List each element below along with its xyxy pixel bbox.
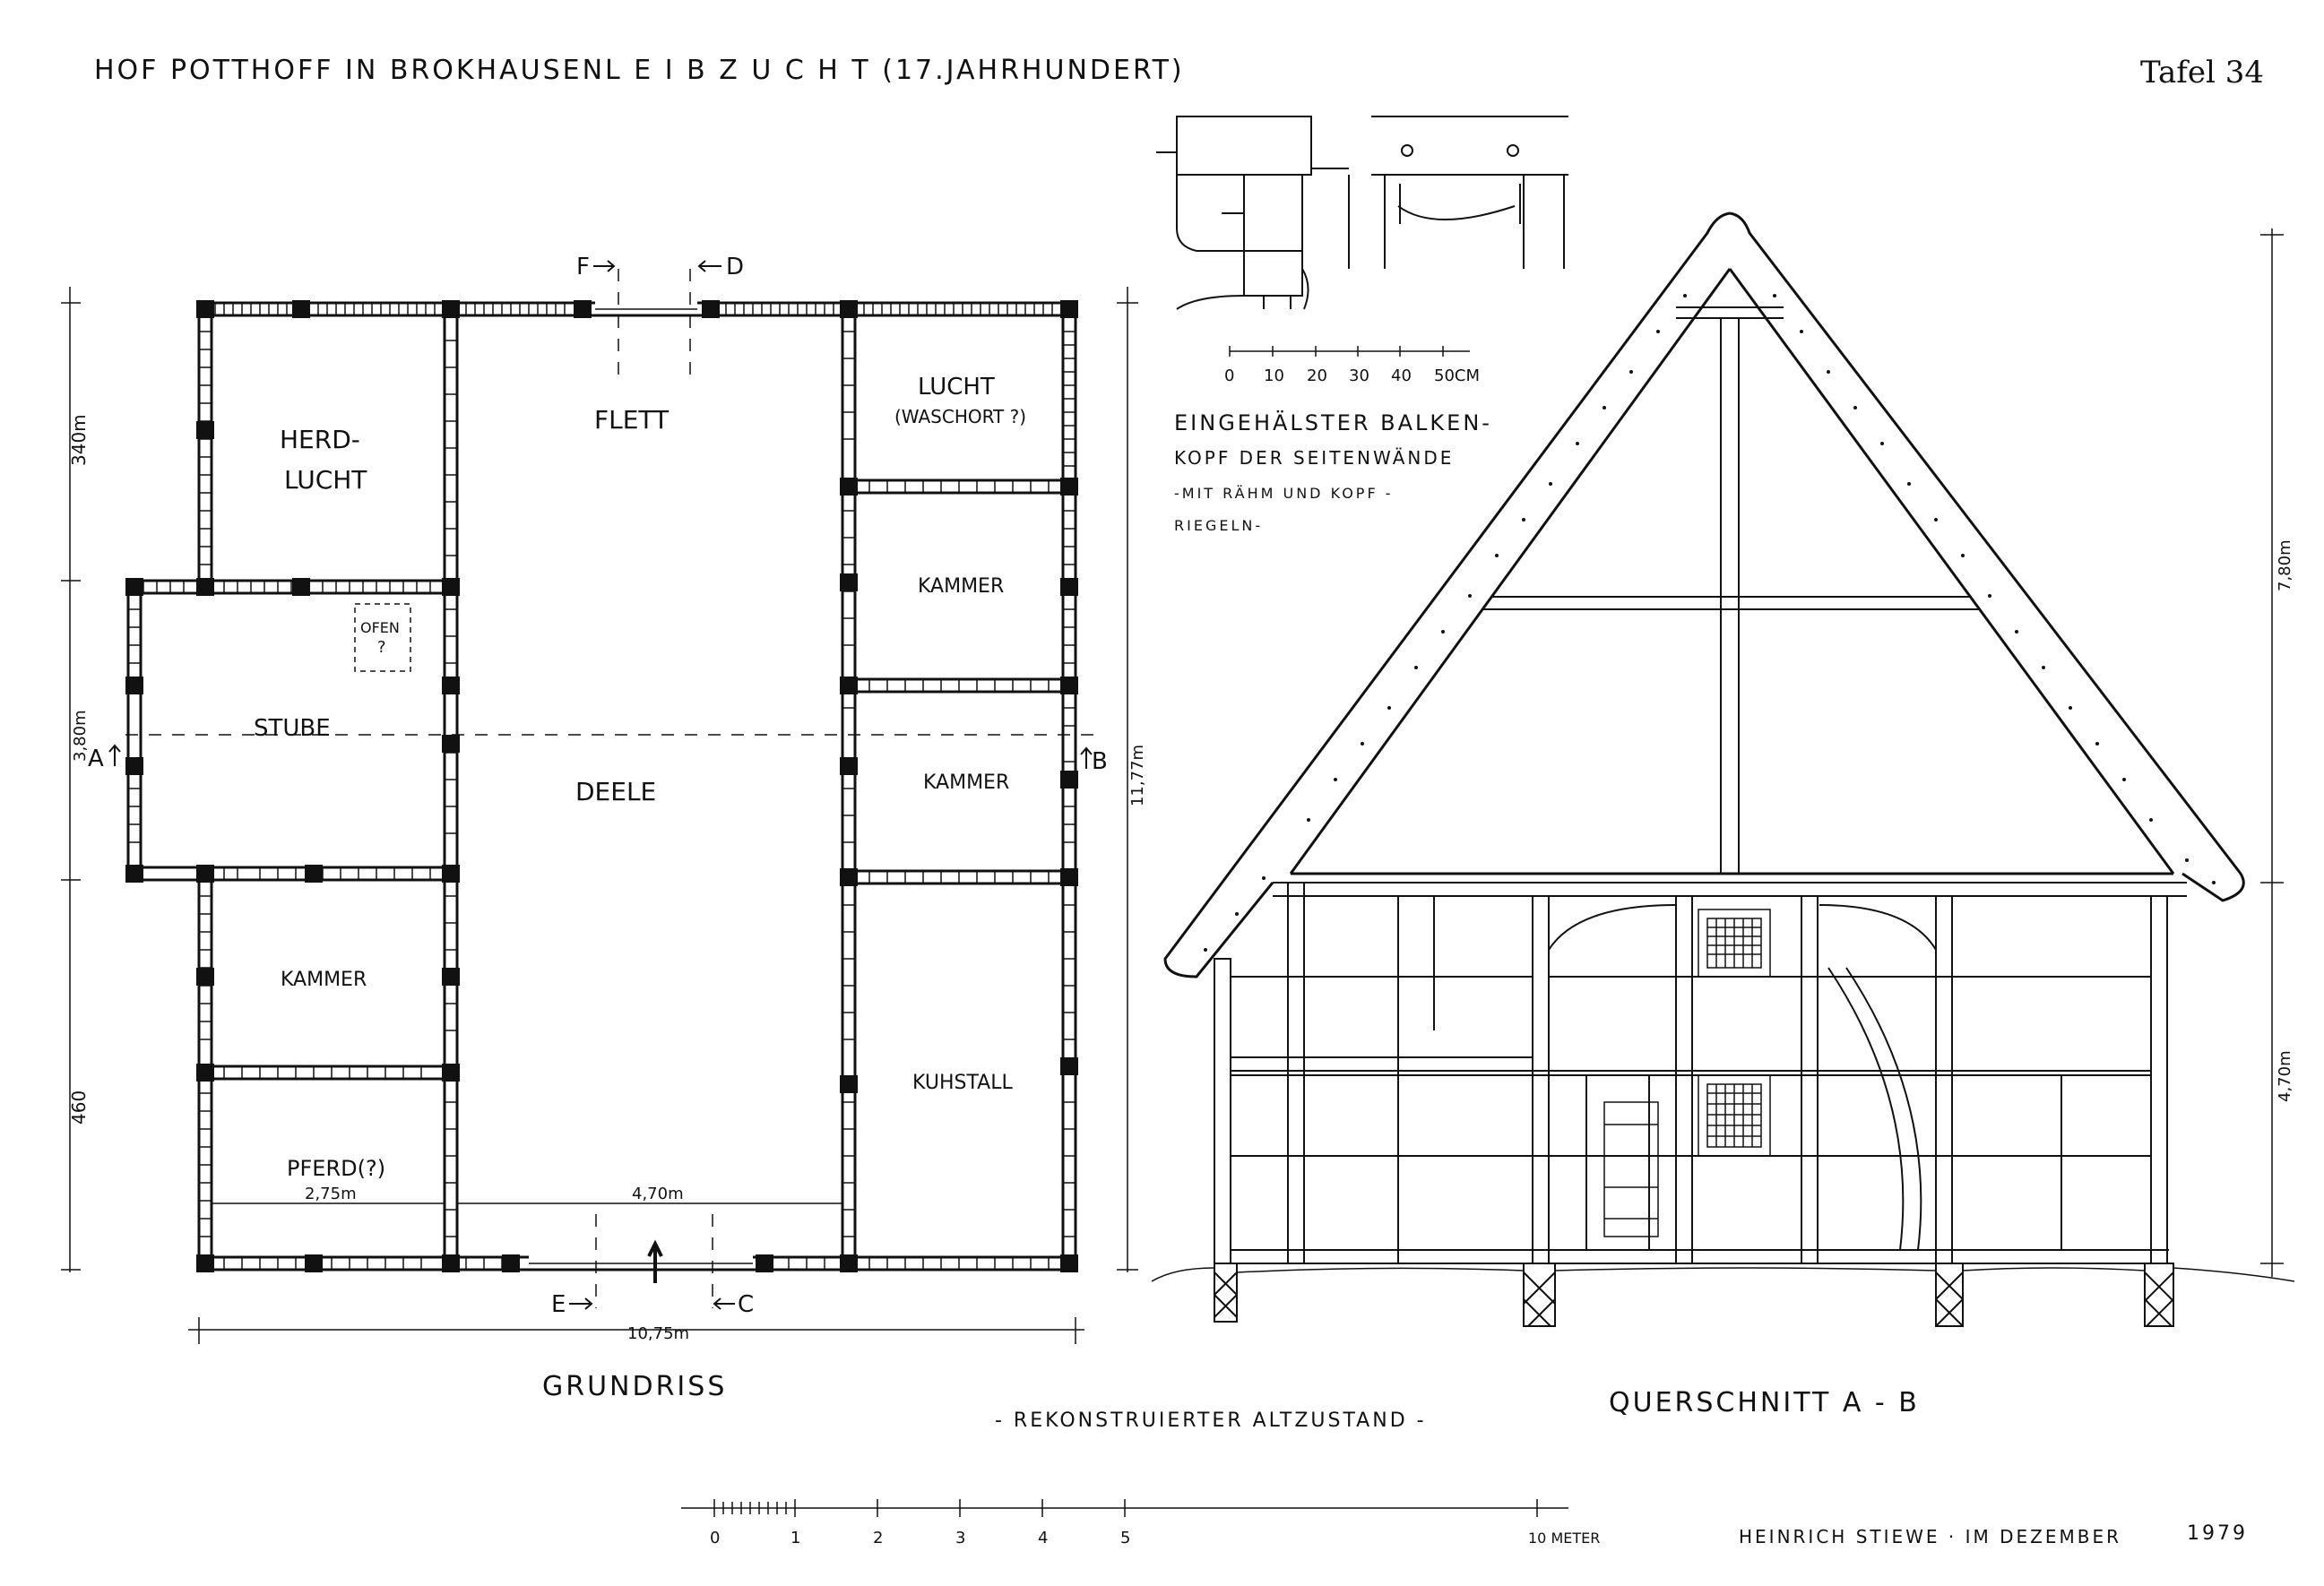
section-lines [125, 269, 1093, 1308]
dim-1177: 11,77m [1128, 745, 1147, 806]
beam-detail: 0 10 20 30 40 50CM EINGEHÄLSTER BALKEN- … [1156, 116, 1568, 534]
dim-460: 460 [68, 1090, 90, 1125]
room-lucht: LUCHT [918, 374, 995, 401]
detail-side-drawing [1371, 116, 1568, 269]
dim-340: 340m [68, 414, 90, 466]
scale-10-meter: 10 METER [1528, 1530, 1600, 1547]
detail-scale [1229, 346, 1470, 357]
section-windows [1603, 909, 1771, 1237]
dim-380: 3,80m [71, 710, 90, 762]
section-caption: QUERSCHNITT A - B [1609, 1387, 1920, 1418]
detail-note-line-2: KOPF DER SEITENWÄNDE [1174, 447, 1454, 469]
roof [1163, 211, 2245, 978]
dim-1075: 10,75m [627, 1324, 689, 1343]
roof-stipple [1204, 294, 2216, 952]
dim-780: 7,80m [2276, 539, 2294, 591]
room-lucht-note: (WASCHORT ?) [894, 406, 1026, 427]
room-kammer-top: KAMMER [918, 575, 1004, 598]
room-pferd: PFERD(?) [287, 1156, 385, 1181]
sheet-title: HOF POTTHOFF IN BROKHAUSEN [94, 55, 605, 86]
arrow-c-icon [713, 1297, 735, 1310]
room-herd: HERD- [280, 425, 360, 454]
section-mark-f: F [576, 254, 590, 280]
plan-openings [529, 301, 753, 1264]
section-mark-e: E [551, 1291, 566, 1318]
section-mark-b: B [1092, 748, 1108, 775]
cross-section: 7,80m 4,70m QUERSCHNITT A - B [1151, 211, 2295, 1418]
author-year: 1979 [2187, 1522, 2248, 1545]
section-frame [1214, 882, 2187, 1264]
arrow-e-icon [569, 1297, 593, 1310]
detail-note-line-3: -MIT RÄHM UND KOPF - [1174, 485, 1394, 502]
arrow-a-icon [108, 744, 121, 766]
detail-scale-0: 0 [1224, 366, 1234, 385]
reconstruction-note: - REKONSTRUIERTER ALTZUSTAND - [995, 1409, 1427, 1432]
section-mark-d: D [726, 254, 744, 280]
room-flett: FLETT [594, 405, 670, 435]
detail-scale-50: 50CM [1434, 366, 1480, 385]
detail-section-drawing [1156, 116, 1350, 310]
scale-2: 2 [873, 1529, 883, 1547]
room-deele: DEELE [575, 777, 656, 806]
scale-4: 4 [1038, 1529, 1048, 1547]
detail-scale-40: 40 [1391, 366, 1412, 385]
detail-note-line-1: EINGEHÄLSTER BALKEN- [1174, 409, 1492, 435]
room-kammer-right: KAMMER [923, 771, 1009, 794]
entrance-arrow-icon [647, 1239, 663, 1283]
ofen-box [354, 603, 411, 672]
foundations [1214, 1263, 2174, 1327]
room-ofen: OFEN [360, 619, 400, 636]
arrow-f-icon [593, 260, 616, 272]
author-credit: HEINRICH STIEWE · IM DEZEMBER [1739, 1526, 2121, 1547]
plate-number: Tafel 34 [2140, 55, 2264, 91]
section-dimensions [2260, 228, 2284, 1277]
meter-scale [681, 1499, 1568, 1517]
room-herd-lucht: LUCHT [284, 465, 367, 495]
room-kammer-left: KAMMER [281, 969, 367, 991]
sheet-subtitle: L E I B Z U C H T (17.JAHRHUNDERT) [605, 55, 1185, 86]
section-mark-a: A [88, 746, 104, 772]
room-stube: STUBE [254, 715, 331, 742]
scale-5: 5 [1120, 1529, 1130, 1547]
dim-section-470: 4,70m [2276, 1050, 2294, 1102]
arrow-b-icon [1080, 746, 1093, 769]
plan-caption: GRUNDRISS [542, 1371, 727, 1402]
floor-plan: HERD- LUCHT FLETT LUCHT (WASCHORT ?) OFE… [61, 254, 1147, 1402]
section-mark-c: C [738, 1291, 754, 1318]
wall-hatching [128, 303, 1076, 1270]
arrow-d-icon [697, 260, 721, 272]
detail-scale-30: 30 [1349, 366, 1369, 385]
room-ofen-q: ? [377, 638, 386, 657]
scale-0: 0 [710, 1529, 720, 1547]
plan-posts [125, 300, 1078, 1272]
dim-275: 2,75m [305, 1185, 357, 1203]
detail-scale-20: 20 [1307, 366, 1327, 385]
roof-framing [1483, 306, 1981, 875]
scale-3: 3 [955, 1529, 965, 1547]
scale-1: 1 [791, 1529, 800, 1547]
plan-dimensions [61, 287, 1138, 1344]
dim-470: 4,70m [632, 1185, 684, 1203]
ground-line [1151, 1267, 2295, 1282]
detail-note-line-4: RIEGELN- [1174, 517, 1263, 534]
room-kuhstall: KUHSTALL [912, 1072, 1013, 1094]
detail-scale-10: 10 [1264, 366, 1284, 385]
